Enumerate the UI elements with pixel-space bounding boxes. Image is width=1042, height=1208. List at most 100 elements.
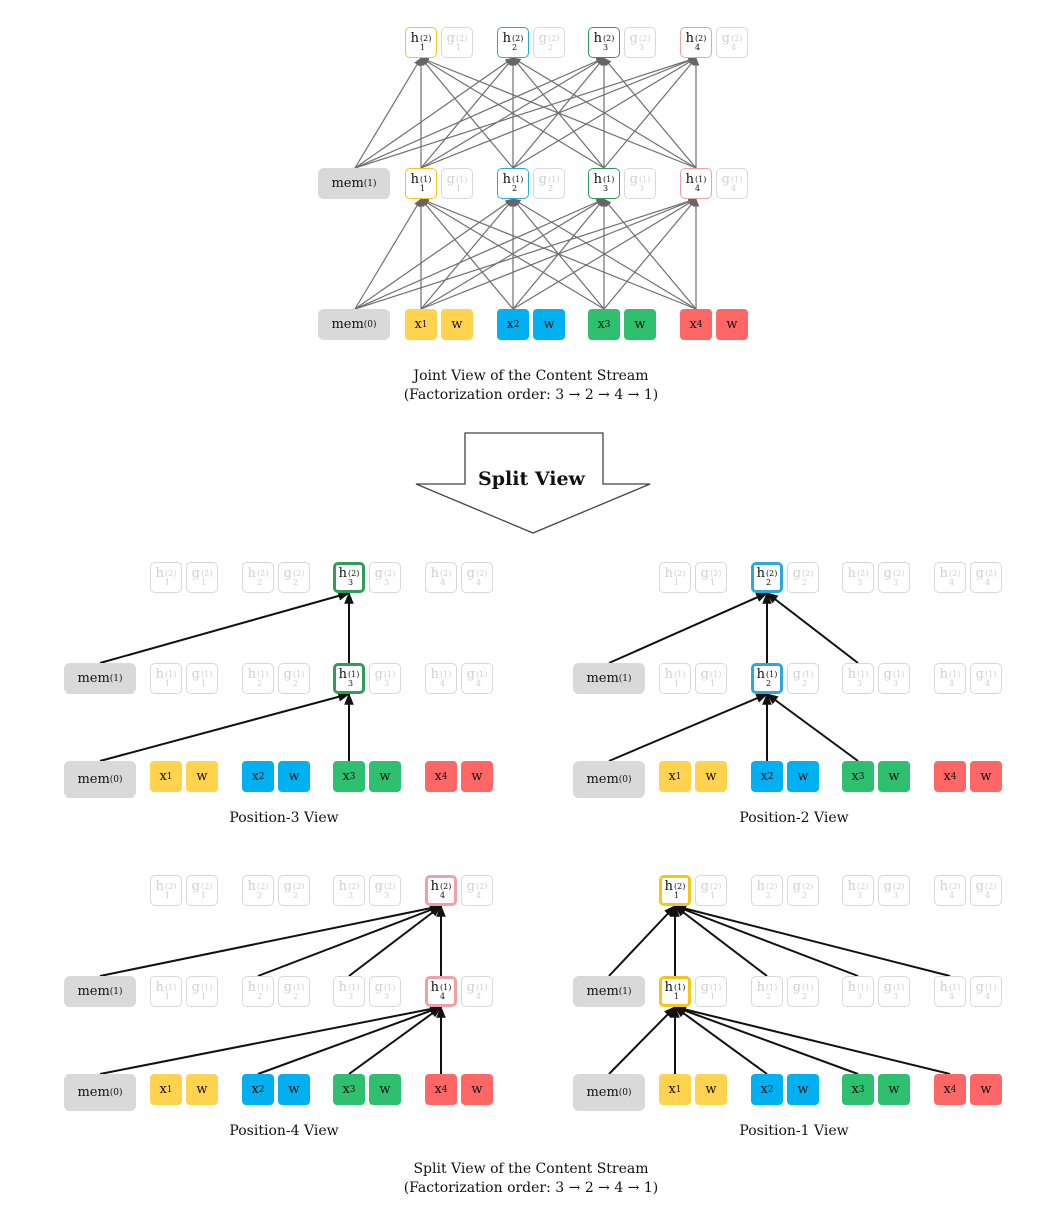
joint-edge-mem0-h1 xyxy=(354,198,514,310)
joint-edge-mem1-h2 xyxy=(354,57,514,169)
split-caption: Split View of the Content Stream (Factor… xyxy=(331,1160,731,1198)
pos4-edge-x3-to-h1 xyxy=(348,1006,442,1075)
pos4-g2-4-node: g(2)4 xyxy=(461,875,493,906)
joint-edge-mem1-h2 xyxy=(354,57,697,169)
joint-edge-x-h1 xyxy=(420,198,605,310)
caption-pos3: Position-3 View xyxy=(229,810,339,826)
pos1-g2-1-node: g(2)1 xyxy=(695,875,727,906)
pos1-g1-2-node: g(1)2 xyxy=(787,976,819,1007)
joint-h2-4-node: h(2)4 xyxy=(680,27,712,58)
pos2-w4-node: w xyxy=(970,761,1002,792)
pos2-g1-3-node: g(1)3 xyxy=(878,663,910,694)
pos3-w4-node: w xyxy=(461,761,493,792)
pos1-w4-node: w xyxy=(970,1074,1002,1105)
pos1-h1-4-node: h(1)4 xyxy=(934,976,966,1007)
pos4-h2-1-node: h(2)1 xyxy=(150,875,182,906)
pos1-h2-3-node: h(2)3 xyxy=(842,875,874,906)
pos1-h2-4-node: h(2)4 xyxy=(934,875,966,906)
pos4-w1-node: w xyxy=(186,1074,218,1105)
pos2-g1-1-node: g(1)1 xyxy=(695,663,727,694)
pos4-edge-h1_3-to-h2 xyxy=(348,905,442,977)
joint-caption: Joint View of the Content Stream (Factor… xyxy=(331,367,731,405)
pos1-h2-2-node: h(2)2 xyxy=(751,875,783,906)
pos3-w2-node: w xyxy=(278,761,310,792)
pos1-edge-mem1-to-h2 xyxy=(608,905,676,977)
pos1-mem1-node: mem(1) xyxy=(573,976,645,1007)
pos2-mem1-node: mem(1) xyxy=(573,663,645,694)
pos2-edge-x3-to-h1 xyxy=(766,693,859,762)
pos4-edge-h1_2-to-h2 xyxy=(257,905,443,977)
joint-w4-node: w xyxy=(716,309,748,340)
joint-edge-mem0-h1 xyxy=(354,198,697,310)
pos4-h2-4-node: h(2)4 xyxy=(425,875,457,906)
pos4-h1-4-node: h(1)4 xyxy=(425,976,457,1007)
joint-h1-1-node: h(1)1 xyxy=(405,168,437,199)
pos2-g2-4-node: g(2)4 xyxy=(970,562,1002,593)
pos3-w3-node: w xyxy=(369,761,401,792)
joint-edge-h1-h2 xyxy=(420,57,605,169)
joint-g1-2-node: g(1)2 xyxy=(533,168,565,199)
pos4-g2-3-node: g(2)3 xyxy=(369,875,401,906)
split-view-arrow xyxy=(415,432,651,534)
pos1-g2-2-node: g(2)2 xyxy=(787,875,819,906)
joint-edge-h1-h2 xyxy=(603,57,697,169)
pos1-edge-x2-to-h1 xyxy=(674,1006,768,1075)
pos4-g1-2-node: g(1)2 xyxy=(278,976,310,1007)
joint-edge-x-h1 xyxy=(420,198,697,310)
pos1-w1-node: w xyxy=(695,1074,727,1105)
pos3-edge-mem0-to-h1 xyxy=(99,692,351,762)
joint-mem1-node: mem(1) xyxy=(318,168,390,199)
pos1-h1-1-node: h(1)1 xyxy=(659,976,691,1007)
pos3-g1-1-node: g(1)1 xyxy=(186,663,218,694)
joint-caption-line2: (Factorization order: 3 → 2 → 4 → 1) xyxy=(403,387,659,403)
joint-edge-h1-h2 xyxy=(420,57,697,169)
pos4-h1-2-node: h(1)2 xyxy=(242,976,274,1007)
pos2-h2-4-node: h(2)4 xyxy=(934,562,966,593)
joint-h1-2-node: h(1)2 xyxy=(497,168,529,199)
pos3-w1-node: w xyxy=(186,761,218,792)
pos4-edge-mem0-to-h1 xyxy=(99,1004,443,1075)
pos3-h2-1-node: h(2)1 xyxy=(150,562,182,593)
pos2-h2-1-node: h(2)1 xyxy=(659,562,691,593)
pos3-g2-4-node: g(2)4 xyxy=(461,562,493,593)
pos2-w1-node: w xyxy=(695,761,727,792)
pos4-mem1-node: mem(1) xyxy=(64,976,136,1007)
joint-h2-3-node: h(2)3 xyxy=(588,27,620,58)
pos3-h1-3-node: h(1)3 xyxy=(333,663,365,694)
pos4-g1-3-node: g(1)3 xyxy=(369,976,401,1007)
pos2-w3-node: w xyxy=(878,761,910,792)
pos2-h1-4-node: h(1)4 xyxy=(934,663,966,694)
pos3-h1-1-node: h(1)1 xyxy=(150,663,182,694)
joint-g1-3-node: g(1)3 xyxy=(624,168,656,199)
joint-mem0-node: mem(0) xyxy=(318,309,390,340)
joint-edge-x-h1 xyxy=(512,198,697,310)
pos2-g2-2-node: g(2)2 xyxy=(787,562,819,593)
split-caption-line1: Split View of the Content Stream xyxy=(413,1161,649,1177)
split-caption-line2: (Factorization order: 3 → 2 → 4 → 1) xyxy=(403,1180,659,1196)
pos1-w3-node: w xyxy=(878,1074,910,1105)
pos3-mem1-node: mem(1) xyxy=(64,663,136,694)
pos2-w2-node: w xyxy=(787,761,819,792)
pos3-h1-4-node: h(1)4 xyxy=(425,663,457,694)
pos3-h1-2-node: h(1)2 xyxy=(242,663,274,694)
joint-g2-3-node: g(2)3 xyxy=(624,27,656,58)
joint-caption-line1: Joint View of the Content Stream xyxy=(413,368,649,384)
caption-pos1: Position-1 View xyxy=(739,1123,849,1139)
pos3-h2-3-node: h(2)3 xyxy=(333,562,365,593)
pos2-g1-2-node: g(1)2 xyxy=(787,663,819,694)
pos3-g2-3-node: g(2)3 xyxy=(369,562,401,593)
joint-w1-node: w xyxy=(441,309,473,340)
pos4-mem0-node: mem(0) xyxy=(64,1074,136,1111)
joint-h1-3-node: h(1)3 xyxy=(588,168,620,199)
